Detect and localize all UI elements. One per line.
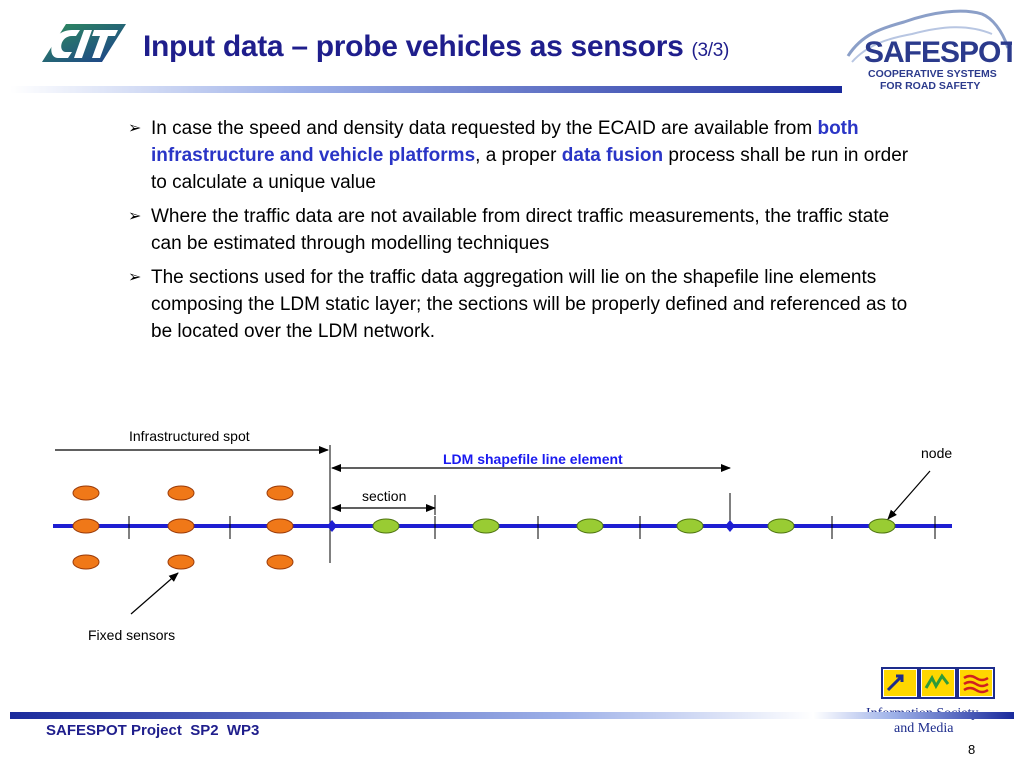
- road-ticks: [128, 516, 936, 539]
- header-rule: [10, 86, 842, 93]
- cvit-logo: [42, 24, 126, 62]
- probe-vehicle: [576, 518, 604, 534]
- probe-vehicles: [372, 518, 896, 534]
- bullet-text: The sections used for the traffic data a…: [151, 267, 908, 342]
- fixed-sensor: [266, 518, 294, 534]
- fixed-sensor: [167, 518, 195, 534]
- bullet-list: ➢ In case the speed and density data requ…: [128, 115, 918, 352]
- safespot-tagline-1: COOPERATIVE SYSTEMS: [868, 68, 997, 80]
- bullet-arrow-icon: ➢: [128, 208, 142, 225]
- section-label: section: [362, 488, 406, 504]
- fixed-sensor: [266, 554, 294, 570]
- node-label: node: [921, 445, 952, 461]
- bullet-text: Where the traffic data are not available…: [151, 206, 890, 254]
- probe-vehicle: [676, 518, 704, 534]
- footer-rule: [10, 712, 1014, 719]
- probe-vehicle: [767, 518, 795, 534]
- node-pointer-arrow: [887, 470, 931, 520]
- safespot-wordmark: SAFESPOT: [864, 36, 1012, 69]
- fixed-sensors: [72, 485, 294, 570]
- bullet-text: In case the speed and density data reque…: [151, 118, 818, 139]
- page-number: 8: [968, 742, 976, 757]
- bullet-text: process shall be run in order to calcula…: [151, 145, 909, 193]
- bullet-item: ➢ Where the traffic data are not availabl…: [128, 203, 918, 257]
- bullet-item: ➢ In case the speed and density data requ…: [128, 115, 918, 196]
- road-node: [725, 520, 735, 532]
- safespot-logo: SAFESPOT COOPERATIVE SYSTEMS FOR ROAD SA…: [846, 9, 1012, 92]
- bullet-text: , a proper: [475, 145, 562, 166]
- title-suffix: (3/3): [691, 40, 730, 61]
- fixed-sensor: [72, 518, 100, 534]
- highlighted-text: both infrastructure and vehicle platform…: [151, 118, 859, 166]
- road-sensor-diagram: Infrastructured spot LDM shapefile line …: [53, 428, 952, 643]
- infrastructured-spot-label: Infrastructured spot: [129, 428, 250, 444]
- probe-vehicle: [868, 518, 896, 534]
- bullet-arrow-icon: ➢: [128, 269, 142, 286]
- fixed-sensor: [167, 485, 195, 501]
- title-text: Input data – probe vehicles as sensors: [143, 30, 684, 63]
- bullet-arrow-icon: ➢: [128, 120, 142, 137]
- fixed-sensors-pointer-arrow: [130, 572, 179, 615]
- bullet-item: ➢ The sections used for the traffic data …: [128, 264, 918, 345]
- probe-vehicle: [472, 518, 500, 534]
- footer-project-label: SAFESPOT Project SP2 WP3: [46, 722, 260, 739]
- ist-logo-line2: and Media: [894, 721, 954, 736]
- fixed-sensors-label: Fixed sensors: [88, 627, 175, 643]
- information-society-logo: Information Society and Media: [866, 667, 995, 736]
- fixed-sensor: [266, 485, 294, 501]
- highlighted-text: data fusion: [561, 145, 664, 166]
- page-title: Input data – probe vehicles as sensors (…: [143, 30, 729, 64]
- fixed-sensor: [72, 485, 100, 501]
- probe-vehicle: [372, 518, 400, 534]
- fixed-sensor: [72, 554, 100, 570]
- ldm-element-label: LDM shapefile line element: [443, 451, 623, 467]
- safespot-tagline-2: FOR ROAD SAFETY: [880, 80, 980, 92]
- road-node: [327, 520, 337, 532]
- fixed-sensor: [167, 554, 195, 570]
